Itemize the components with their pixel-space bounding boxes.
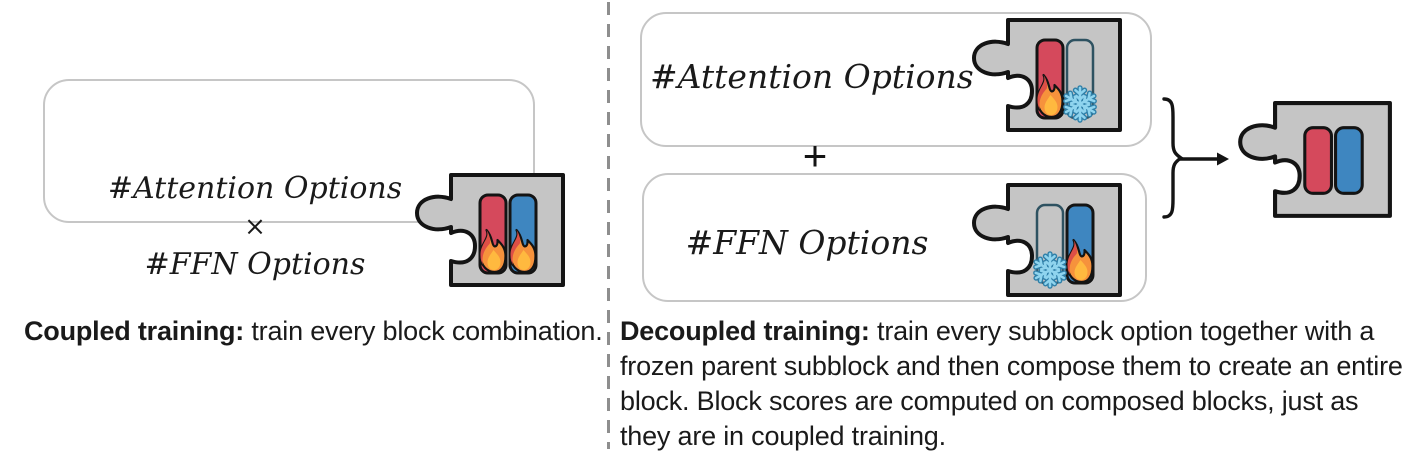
coupled-block-piece — [415, 173, 565, 287]
decoupled-caption-line: they are in coupled training. — [620, 421, 946, 451]
decoupled-caption-text: train every subblock option together wit… — [869, 316, 1375, 346]
composed-block-piece — [1232, 101, 1394, 220]
decoupled-caption: Decoupled training: train every subblock… — [620, 314, 1411, 451]
coupled-formula: #Attention Options × #FFN Options — [95, 169, 415, 285]
times-operator: × — [244, 212, 266, 242]
attention-subblock-bar — [1303, 126, 1333, 195]
ffn-option-piece — [972, 183, 1122, 297]
coupled-options-box: #Attention Options × #FFN Options — [43, 79, 565, 287]
decoupled-caption-line: frozen parent subblock and then compose … — [620, 351, 1403, 381]
decoupled-caption-line: block. Block scores are computed on comp… — [620, 386, 1359, 416]
ffn-options-label: #FFN Options — [685, 223, 929, 262]
panel-divider — [607, 2, 610, 449]
attention-options-label: #Attention Options — [650, 57, 974, 96]
coupled-caption-text: train every block combination. — [244, 316, 603, 346]
compose-arrow — [1180, 152, 1229, 166]
coupled-caption-lead: Coupled training: — [24, 316, 245, 346]
plus-operator: + — [802, 132, 828, 179]
ffn-options-label: #FFN Options — [144, 247, 366, 282]
attention-options-label: #Attention Options — [107, 171, 403, 206]
ffn-subblock-bar — [1334, 126, 1364, 195]
decoupled-caption-line: Decoupled training: train every subblock… — [620, 316, 1374, 346]
attention-option-piece — [972, 18, 1122, 132]
coupled-caption: Coupled training: train every block comb… — [24, 314, 609, 349]
decoupled-caption-lead: Decoupled training: — [620, 316, 870, 346]
